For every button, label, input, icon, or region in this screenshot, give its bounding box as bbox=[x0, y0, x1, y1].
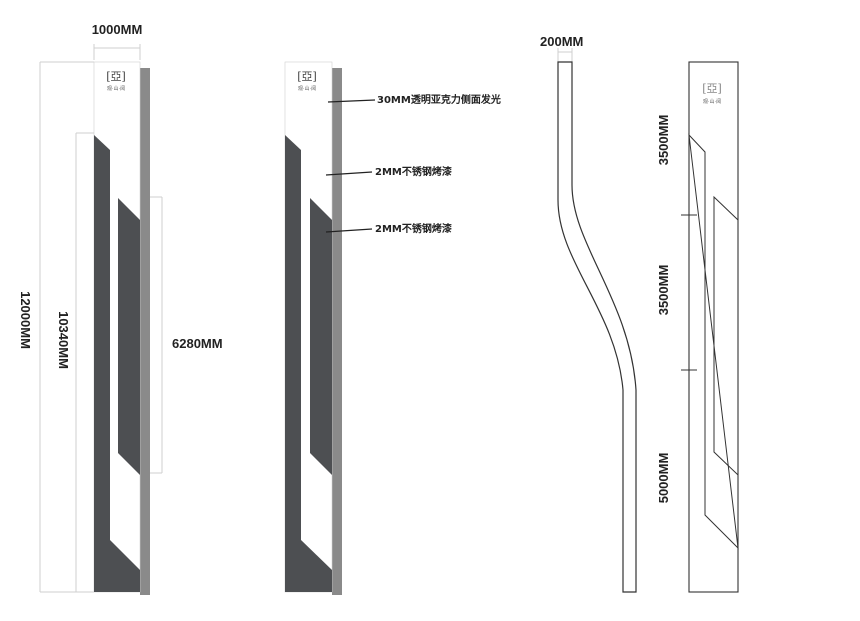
callout-acrylic: 30MM透明亚克力侧面发光 bbox=[377, 93, 501, 106]
logo-name: 观·山·阅 bbox=[703, 98, 721, 105]
dim-seg-1: 3500MM bbox=[656, 115, 671, 166]
logo-mark: [亞] bbox=[297, 70, 317, 83]
logo: [亞] 观·山·阅 bbox=[702, 82, 722, 105]
dim-seg-3: 5000MM bbox=[656, 453, 671, 504]
dark-left-panel bbox=[285, 135, 332, 592]
dim-width-top: 1000MM bbox=[92, 22, 143, 37]
dark-inner-panel bbox=[310, 198, 332, 475]
dim-height-inner: 10340MM bbox=[56, 311, 71, 369]
dim-thickness: 200MM bbox=[540, 34, 583, 49]
logo-mark: [亞] bbox=[702, 82, 722, 95]
callout-steel-2: 2MM不锈钢烤漆 bbox=[375, 222, 452, 235]
dim-seg-2: 3500MM bbox=[656, 265, 671, 316]
rear-elevation: [亞] 观·山·阅 3500MM 3500MM 5000MM bbox=[656, 61, 739, 593]
rear-inner-panel bbox=[713, 195, 739, 477]
dimension-guides bbox=[39, 44, 163, 593]
callout-steel-1: 2MM不锈钢烤漆 bbox=[375, 165, 452, 178]
logo-name: 观·山·阅 bbox=[298, 85, 316, 92]
dark-left-panel bbox=[94, 135, 140, 592]
thickness-guide bbox=[557, 48, 573, 62]
logo: [亞] 观·山·阅 bbox=[297, 70, 317, 92]
side-profile: 200MM bbox=[540, 34, 637, 593]
logo: [亞] 观·山·阅 bbox=[106, 70, 126, 92]
pylon-shadow bbox=[332, 68, 342, 595]
front-elevation-dimensioned: [亞] 观·山·阅 1000MM 12000MM 10340MM 6280MM bbox=[18, 22, 223, 595]
profile-outline bbox=[557, 61, 637, 593]
logo-mark: [亞] bbox=[106, 70, 126, 83]
dim-height-total: 12000MM bbox=[18, 291, 33, 349]
dim-height-panel: 6280MM bbox=[172, 336, 223, 351]
logo-name: 观·山·阅 bbox=[107, 85, 125, 92]
dark-inner-panel bbox=[118, 198, 140, 475]
front-elevation-materials: [亞] 观·山·阅 30MM透明亚克力侧面发光 2MM不锈钢烤漆 2MM不锈钢烤… bbox=[284, 61, 501, 595]
pylon-shadow bbox=[140, 68, 150, 595]
segment-guides bbox=[681, 62, 697, 592]
leader-lines bbox=[325, 99, 376, 233]
rear-outer-panel bbox=[688, 133, 739, 550]
